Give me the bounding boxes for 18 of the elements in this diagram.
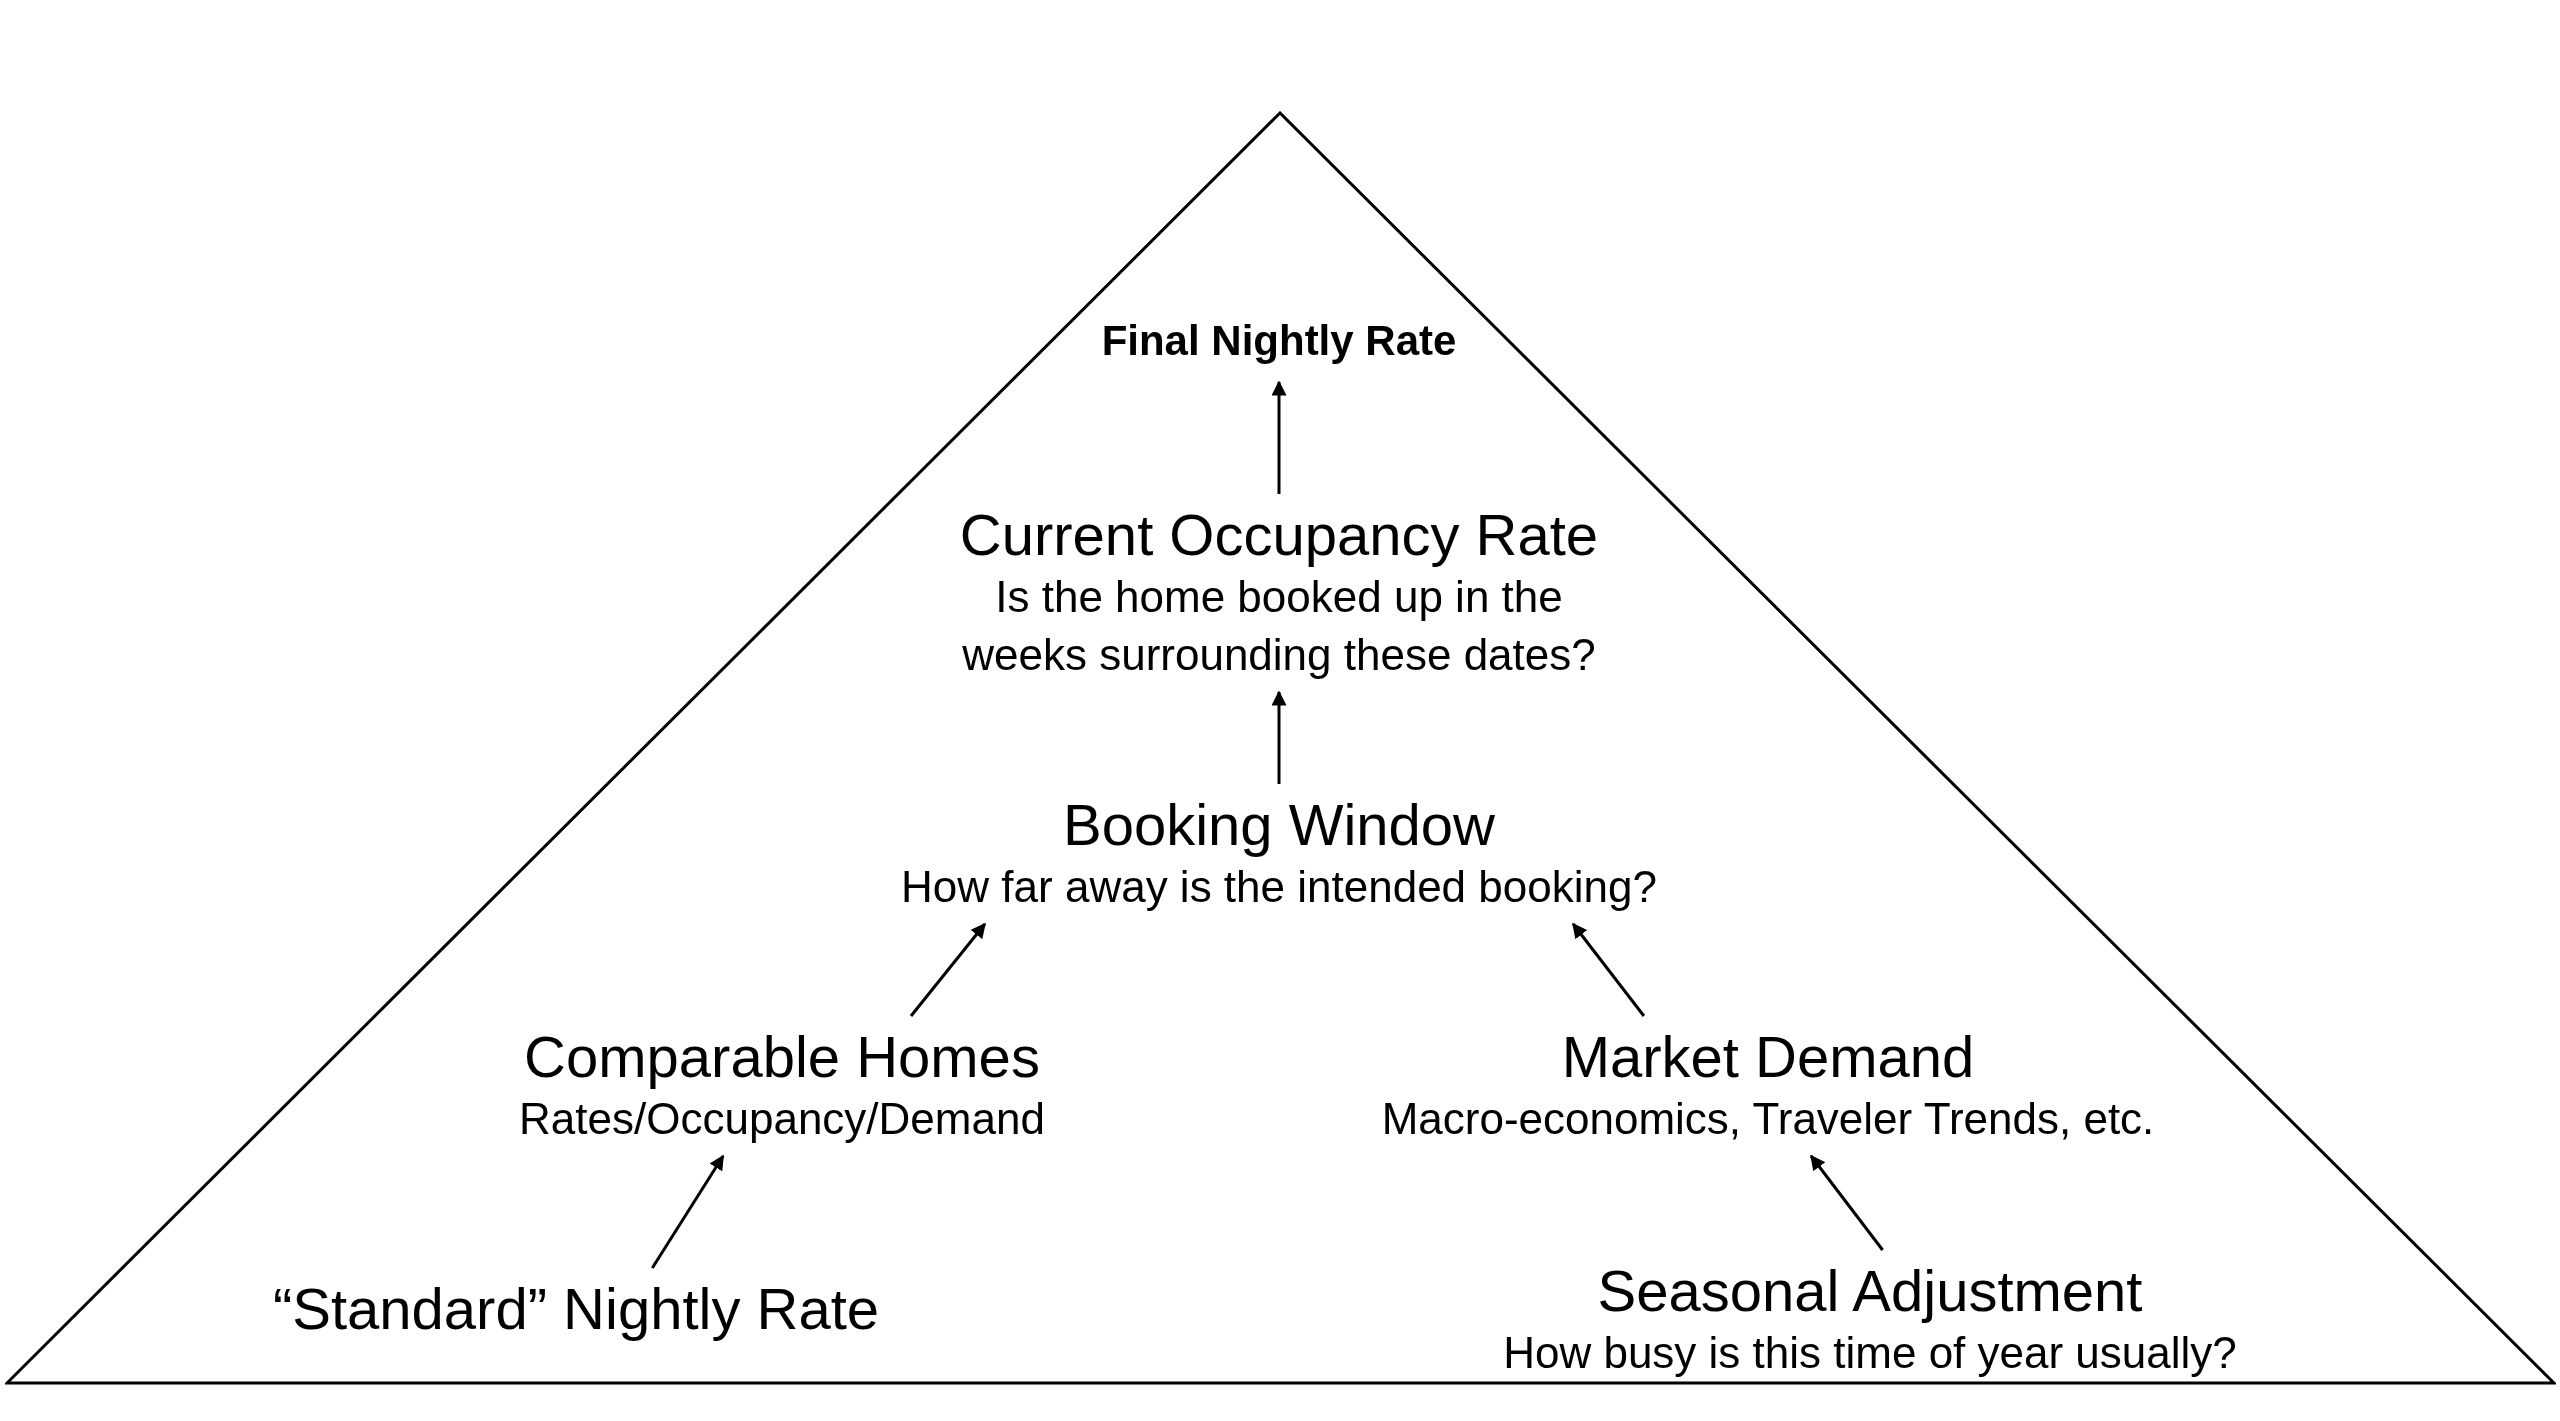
- arrow: [909, 922, 987, 1017]
- node-title: “Standard” Nightly Rate: [271, 1276, 881, 1342]
- node-description: How busy is this time of year usually?: [1502, 1327, 2238, 1379]
- arrow: [1809, 1154, 1884, 1251]
- node-title: Market Demand: [1560, 1024, 1976, 1090]
- node-title: Comparable Homes: [523, 1024, 1041, 1090]
- node-description: Rates/Occupancy/Demand: [518, 1093, 1046, 1145]
- arrow: [1571, 922, 1646, 1017]
- node-title: Final Nightly Rate: [1100, 316, 1458, 366]
- node-title: Booking Window: [1062, 792, 1496, 858]
- arrow: [651, 1154, 725, 1269]
- node-description: Macro-economics, Traveler Trends, etc.: [1380, 1093, 2156, 1145]
- arrow: [1271, 380, 1287, 494]
- arrow: [1271, 690, 1287, 784]
- node-title: Seasonal Adjustment: [1596, 1258, 2144, 1324]
- node-description: How far away is the intended booking?: [900, 861, 1658, 913]
- node-description: Is the home booked up in the weeks surrounding these dates?: [961, 571, 1597, 681]
- node-title: Current Occupancy Rate: [958, 502, 1600, 568]
